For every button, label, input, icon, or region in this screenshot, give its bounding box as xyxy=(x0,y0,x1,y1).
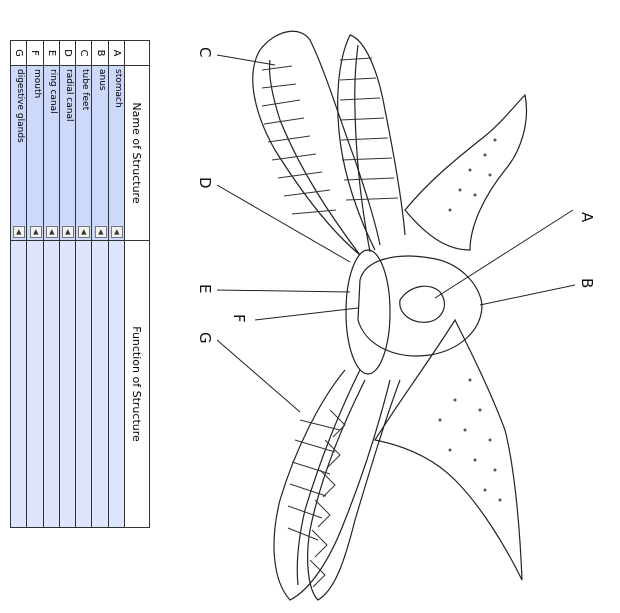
tube-foot xyxy=(340,137,389,141)
label-d: D xyxy=(196,177,214,189)
spine xyxy=(483,488,487,492)
gland-lobe xyxy=(314,499,331,528)
spine xyxy=(493,138,497,142)
tube-feet xyxy=(261,57,399,541)
label-c: C xyxy=(196,47,214,57)
label-f: F xyxy=(230,314,248,323)
leader-line-f xyxy=(254,307,359,321)
arm-lower-right xyxy=(374,318,523,581)
spine xyxy=(458,188,462,192)
skin-spines xyxy=(438,138,502,502)
spine xyxy=(483,153,487,157)
spine xyxy=(453,398,457,402)
label-a: A xyxy=(578,212,596,223)
tube-foot xyxy=(263,117,305,125)
radial-canal-middle xyxy=(354,44,371,253)
tube-foot xyxy=(261,83,297,89)
label-e: E xyxy=(196,284,214,293)
tube-foot xyxy=(287,527,319,541)
tube-foot xyxy=(271,153,317,161)
leader-line-e xyxy=(216,289,351,293)
spine xyxy=(448,448,452,452)
tube-foot xyxy=(339,77,377,81)
gland-lobe xyxy=(324,439,341,468)
leader-line-a xyxy=(434,209,574,299)
tube-foot xyxy=(291,461,331,475)
gland-lobe xyxy=(329,409,346,438)
radial-canal-lower xyxy=(296,369,361,586)
spine xyxy=(478,408,482,412)
tube-foot xyxy=(339,117,385,121)
leader-line-g xyxy=(216,339,301,413)
leader-line-b xyxy=(479,284,576,306)
leader-lines xyxy=(216,54,576,413)
label-g: G xyxy=(196,332,214,344)
spine xyxy=(438,418,442,422)
radial-canal-upper xyxy=(268,59,361,256)
arm-lower-left xyxy=(273,369,391,601)
spine xyxy=(463,428,467,432)
starfish-outline xyxy=(252,30,528,601)
label-b: B xyxy=(578,278,596,288)
spine xyxy=(498,498,502,502)
spine xyxy=(448,208,452,212)
tube-foot xyxy=(287,505,323,519)
spine xyxy=(488,438,492,442)
spine xyxy=(468,378,472,382)
gland-lobe xyxy=(319,469,336,498)
arm-upper-middle xyxy=(337,34,406,251)
digestive-glands xyxy=(309,409,346,588)
tube-foot xyxy=(261,65,293,71)
spine xyxy=(488,173,492,177)
gland-lobe xyxy=(311,529,328,558)
central-disc xyxy=(357,255,483,357)
tube-foot xyxy=(345,197,399,201)
spine xyxy=(493,468,497,472)
tube-foot xyxy=(341,157,393,161)
tube-foot xyxy=(294,439,336,453)
arm-upper-right xyxy=(404,93,528,251)
tube-foot xyxy=(343,177,395,181)
tube-foot xyxy=(339,57,373,61)
spine xyxy=(473,458,477,462)
tube-foot xyxy=(277,171,323,179)
stomach xyxy=(399,285,445,323)
tube-foot xyxy=(299,419,341,431)
leader-line-d xyxy=(216,184,351,263)
gland-lobe xyxy=(309,559,326,588)
tube-foot xyxy=(267,135,311,143)
tube-foot xyxy=(283,189,331,197)
leader-line-c xyxy=(216,54,276,66)
arm-upper-left-outer xyxy=(252,30,381,256)
tube-foot xyxy=(261,99,301,107)
tube-foot xyxy=(291,209,337,215)
tube-foot xyxy=(289,483,327,497)
ring-canal xyxy=(345,249,391,375)
spine xyxy=(473,193,477,197)
tube-foot xyxy=(339,97,381,101)
spine xyxy=(468,168,472,172)
arm-lower-middle xyxy=(307,379,401,601)
